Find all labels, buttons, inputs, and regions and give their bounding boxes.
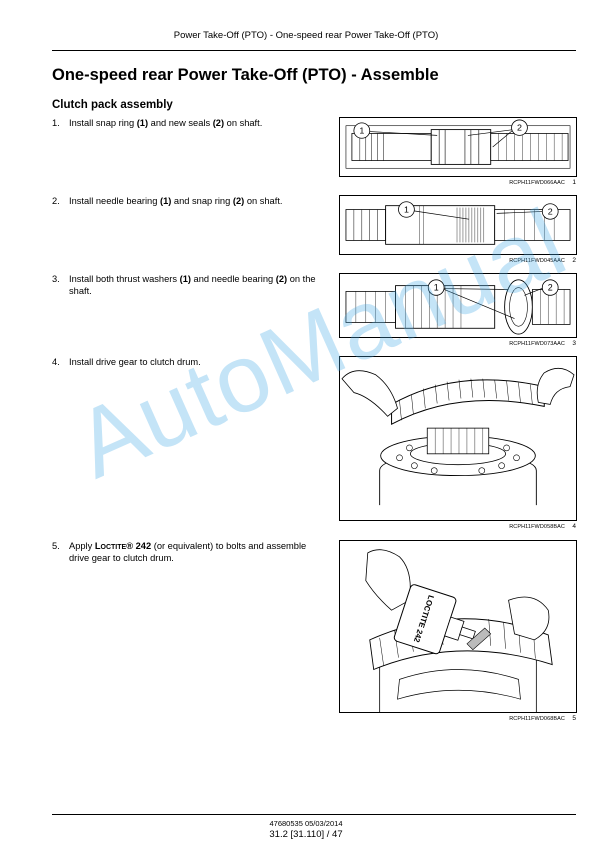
running-header: Power Take-Off (PTO) - One-speed rear Po… — [173, 30, 439, 41]
step-text: Apply Loctite® 242 (or equivalent) to bo… — [69, 541, 307, 563]
callout-2: 2 — [548, 206, 553, 216]
footer-doc-ref: 47680535 05/03/2014 — [269, 819, 343, 828]
step-number: 3. — [52, 274, 60, 284]
callout-1: 1 — [434, 283, 439, 293]
callout-1: 1 — [404, 205, 409, 215]
footer-page-number: 31.2 [31.110] / 47 — [269, 829, 343, 840]
figure-1-shaft-seals: 1 2 — [339, 117, 577, 177]
step-3: 3. Install both thrust washers (1) and n… — [52, 273, 320, 297]
figure-4-drive-gear — [339, 356, 577, 521]
step-text: Install both thrust washers (1) and need… — [69, 274, 316, 296]
step-text: Install snap ring (1) and new seals (2) … — [69, 118, 263, 128]
step-4: 4. Install drive gear to clutch drum. — [52, 356, 320, 368]
page-title: One-speed rear Power Take-Off (PTO) - As… — [52, 66, 439, 84]
figure-5-loctite-application: LOCTITE 242 — [339, 540, 577, 713]
footer-rule — [52, 814, 576, 815]
step-number: 5. — [52, 541, 60, 551]
header-rule — [52, 50, 576, 51]
figure-3-thrust-washers: 1 2 — [339, 273, 577, 338]
section-title: Clutch pack assembly — [52, 99, 173, 111]
callout-1: 1 — [359, 126, 364, 136]
step-number: 1. — [52, 118, 60, 128]
callout-2: 2 — [517, 123, 522, 133]
step-5: 5. Apply Loctite® 242 (or equivalent) to… — [52, 540, 320, 564]
callout-2: 2 — [548, 283, 553, 293]
step-number: 4. — [52, 357, 60, 367]
step-text: Install needle bearing (1) and snap ring… — [69, 196, 283, 206]
step-number: 2. — [52, 196, 60, 206]
step-1: 1. Install snap ring (1) and new seals (… — [52, 117, 320, 129]
step-2: 2. Install needle bearing (1) and snap r… — [52, 195, 320, 207]
figure-2-needle-bearing: 1 2 — [339, 195, 577, 255]
step-text: Install drive gear to clutch drum. — [69, 357, 201, 367]
